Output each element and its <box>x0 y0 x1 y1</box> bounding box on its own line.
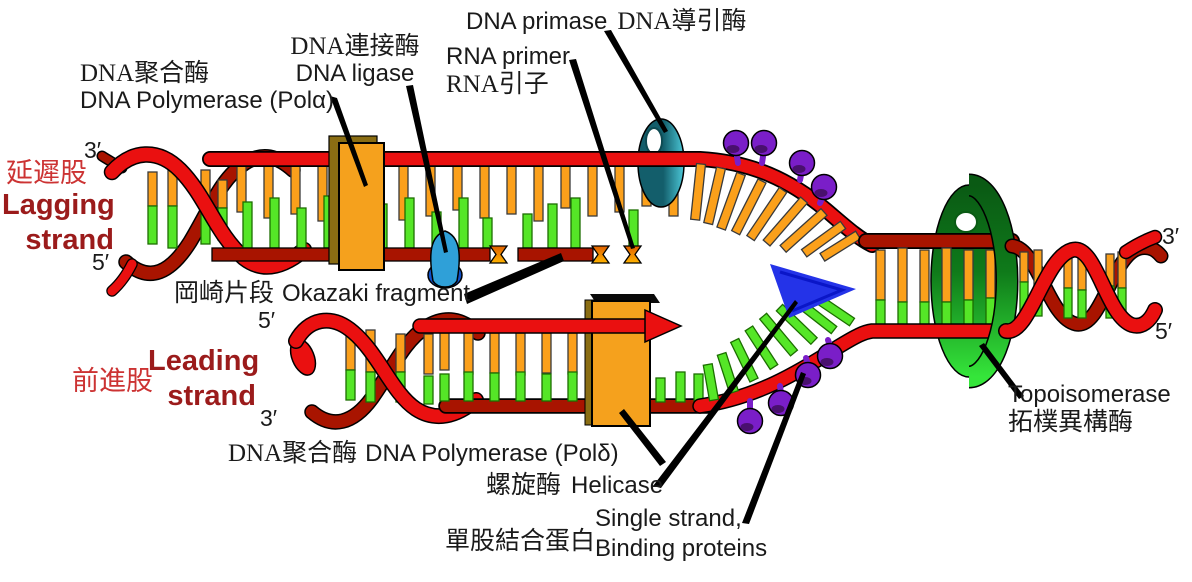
ssb-proteins-upper <box>722 129 838 206</box>
primase-label-zh: DNA導引酶 <box>617 8 747 35</box>
primase-label-en: DNA primase <box>466 8 608 35</box>
leading-strand-en-line1: Leading <box>148 345 260 377</box>
rna-primer-pointer <box>569 59 635 249</box>
ssb-label-en: Single strand, Binding proteins <box>595 504 767 564</box>
rna-primer-cap <box>488 245 509 264</box>
leading-new-strand-arrow <box>412 308 683 344</box>
ligase-pointer <box>406 85 448 253</box>
parental-3-prime-label: 3′ <box>1162 223 1180 249</box>
leading-template-region <box>438 332 716 414</box>
leading-3-prime-label: 3′ <box>260 405 278 431</box>
lagging-strand-label-zh: 延遲股 <box>6 158 87 188</box>
lagging-strand-en-line1: Lagging <box>2 189 115 221</box>
primase-label: DNA primase DNA導引酶 <box>466 8 747 36</box>
leading-strand-label-zh: 前進股 <box>72 366 153 396</box>
topoisomerase-ring-front <box>967 173 1019 389</box>
okazaki-label-en: Okazaki fragment <box>282 280 471 307</box>
helicase-label: 螺旋酶 Helicase <box>486 472 663 500</box>
helicase-label-zh: 螺旋酶 <box>486 472 562 499</box>
rna-primer-cap <box>622 245 643 264</box>
dna-ligase <box>427 230 463 289</box>
okazaki-fragments <box>211 245 643 264</box>
pol-alpha-pointer <box>330 96 368 187</box>
okazaki-label-zh: 岡崎片段 <box>174 280 275 307</box>
pointer-lines <box>330 30 1024 524</box>
okazaki-label: 岡崎片段 Okazaki fragment <box>174 280 470 308</box>
helicase-pointer <box>653 300 798 488</box>
lagging-3-prime-label: 3′ <box>84 137 102 163</box>
topoisomerase-pointer <box>979 343 1024 399</box>
parental-duplex <box>858 233 1020 328</box>
primase-pointer <box>604 30 668 133</box>
pol-delta-label: DNA聚合酶 DNA Polymerase (Polδ) <box>228 440 619 468</box>
parental-5-prime-label: 5′ <box>1155 318 1173 344</box>
ssb-label-zh: 單股結合蛋白 <box>445 528 596 555</box>
rna-primer-label-en: RNA primer <box>446 43 571 70</box>
helicase-label-en: Helicase <box>571 472 664 499</box>
lagging-5-prime-label: 5′ <box>92 249 110 275</box>
ligase-label-zh: DNA連接酶 <box>290 33 420 60</box>
pol-delta-pointer <box>619 409 666 466</box>
upper-fork-branch-bars <box>689 162 862 262</box>
ssb-en-line2: Binding proteins <box>595 535 768 562</box>
rna-primer-label: RNA primer RNA引子 <box>446 43 571 99</box>
rna-primer-cap <box>590 245 611 264</box>
topoisomerase-label-zh: 拓樸異構酶 <box>1008 408 1134 436</box>
rna-primer-label-zh: RNA引子 <box>446 70 549 98</box>
helicase-wedge <box>770 264 856 318</box>
pol-alpha-label-zh: DNA聚合酶 <box>80 60 210 87</box>
dna-polymerase-alpha <box>328 135 385 271</box>
pol-alpha-label: DNA聚合酶 DNA Polymerase (Polα) <box>80 60 334 115</box>
ssb-pointer <box>742 372 806 524</box>
lagging-strand-label-en: Lagging strand <box>2 188 115 258</box>
parental-right-helix <box>998 229 1169 339</box>
pol-delta-label-zh: DNA聚合酶 <box>228 440 358 467</box>
leading-strand-en-line2: strand <box>167 379 256 412</box>
ligase-label: DNA連接酶 DNA ligase <box>285 33 425 88</box>
pol-delta-label-en: DNA Polymerase (Polδ) <box>365 440 619 467</box>
ligase-label-en: DNA ligase <box>295 60 415 87</box>
pol-alpha-label-en: DNA Polymerase (Polα) <box>80 87 334 114</box>
topoisomerase-label: Topoisomerase 拓樸異構酶 <box>1008 381 1171 437</box>
leading-strand-label-en: Leading strand <box>148 344 260 414</box>
topoisomerase-label-en: Topoisomerase <box>1008 381 1171 408</box>
leading-5-prime-label: 5′ <box>258 307 276 333</box>
lagging-strand-en-line2: strand <box>25 223 114 256</box>
okazaki-pointer <box>464 253 564 304</box>
ssb-en-line1: Single strand, <box>595 505 742 532</box>
